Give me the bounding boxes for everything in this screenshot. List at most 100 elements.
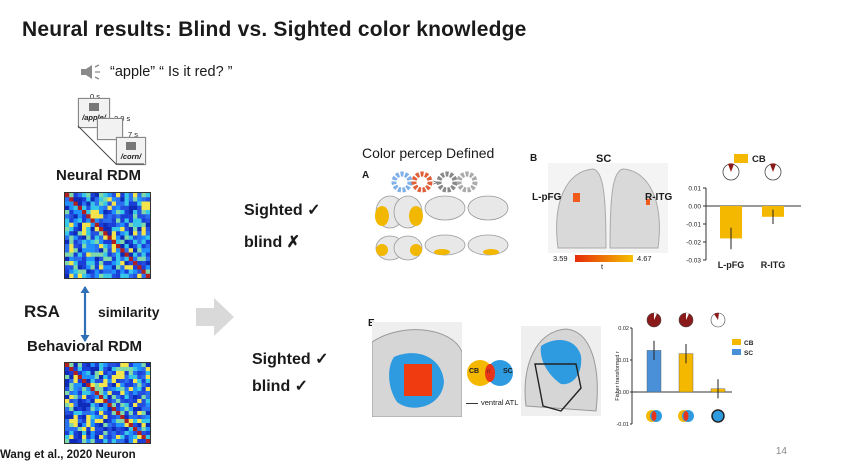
matrix-cell xyxy=(99,435,104,440)
matrix-cell xyxy=(99,415,104,420)
ventral-brain-image xyxy=(548,163,668,253)
matrix-cell xyxy=(141,411,146,416)
matrix-cell xyxy=(116,201,121,206)
matrix-cell xyxy=(111,269,117,274)
venn-sc: SC xyxy=(503,368,513,375)
matrix-cell xyxy=(116,273,121,278)
matrix-cell xyxy=(69,375,74,380)
matrix-cell xyxy=(124,431,129,436)
matrix-cell xyxy=(86,427,91,432)
matrix-cell xyxy=(141,415,146,420)
matrix-cell xyxy=(137,256,142,262)
matrix-cell xyxy=(90,423,95,428)
matrix-cell xyxy=(145,256,150,262)
matrix-cell xyxy=(99,269,104,274)
matrix-cell xyxy=(120,231,125,236)
matrix-cell xyxy=(94,387,100,392)
matrix-cell xyxy=(73,193,78,198)
matrix-cell xyxy=(141,371,146,376)
matrix-cell xyxy=(69,248,74,253)
matrix-cell xyxy=(77,431,83,436)
matrix-cell xyxy=(73,269,78,274)
matrix-cell xyxy=(137,248,142,253)
matrix-cell xyxy=(86,403,91,408)
y-tick-label: 0.00 xyxy=(688,204,701,211)
matrix-cell xyxy=(111,415,117,420)
matrix-cell xyxy=(90,197,95,202)
matrix-cell xyxy=(124,256,129,262)
matrix-cell xyxy=(94,252,100,257)
matrix-cell xyxy=(111,403,117,408)
matrix-cell xyxy=(124,205,129,211)
matrix-cell xyxy=(82,431,87,436)
sc-label: SC xyxy=(596,153,612,165)
matrix-cell xyxy=(120,407,125,412)
matrix-cell xyxy=(111,261,117,266)
matrix-cell xyxy=(94,395,100,400)
matrix-cell xyxy=(86,411,91,416)
matrix-cell xyxy=(133,379,138,384)
matrix-cell xyxy=(137,244,142,249)
matrix-cell xyxy=(133,205,138,211)
matrix-cell xyxy=(69,214,74,219)
matrix-cell xyxy=(99,235,104,240)
matrix-cell xyxy=(107,265,112,270)
matrix-cell xyxy=(141,375,146,380)
matrix-cell xyxy=(94,269,100,274)
matrix-cell xyxy=(137,193,142,198)
matrix-cell xyxy=(82,201,87,206)
matrix-cell xyxy=(128,201,134,206)
matrix-cell xyxy=(69,371,74,376)
matrix-cell xyxy=(65,205,70,211)
matrix-cell xyxy=(116,205,121,211)
matrix-cell xyxy=(69,427,74,432)
matrix-cell xyxy=(82,265,87,270)
matrix-cell xyxy=(90,252,95,257)
matrix-cell xyxy=(137,415,142,420)
matrix-cell xyxy=(137,423,142,428)
matrix-cell xyxy=(73,379,78,384)
matrix-cell xyxy=(124,423,129,428)
matrix-cell xyxy=(107,403,112,408)
matrix-cell xyxy=(145,193,150,198)
matrix-cell xyxy=(107,379,112,384)
matrix-cell xyxy=(69,222,74,228)
matrix-cell xyxy=(69,439,74,443)
matrix-cell xyxy=(128,375,134,380)
matrix-cell xyxy=(124,261,129,266)
matrix-cell xyxy=(69,423,74,428)
matrix-cell xyxy=(90,269,95,274)
matrix-cell xyxy=(103,367,108,372)
matrix-cell xyxy=(90,403,95,408)
matrix-cell xyxy=(65,435,70,440)
matrix-cell xyxy=(111,218,117,223)
matrix-cell xyxy=(107,383,112,388)
matrix-cell xyxy=(141,235,146,240)
matrix-cell xyxy=(65,387,70,392)
behavioral-rdm-matrix xyxy=(64,362,151,444)
matrix-cell xyxy=(69,435,74,440)
matrix-cell xyxy=(141,265,146,270)
matrix-cell xyxy=(137,391,142,396)
matrix-cell xyxy=(94,244,100,249)
matrix-cell xyxy=(145,269,150,274)
matrix-cell xyxy=(65,248,70,253)
matrix-cell xyxy=(120,222,125,228)
atl-brain-right xyxy=(521,326,601,416)
ritg-label: R-ITG xyxy=(645,192,673,203)
matrix-cell xyxy=(86,244,91,249)
matrix-cell xyxy=(120,273,125,278)
matrix-cell xyxy=(73,239,78,245)
matrix-cell xyxy=(145,383,150,388)
matrix-cell xyxy=(107,222,112,228)
matrix-cell xyxy=(133,248,138,253)
matrix-cell xyxy=(133,439,138,443)
matrix-cell xyxy=(107,235,112,240)
matrix-cell xyxy=(82,439,87,443)
matrix-cell xyxy=(69,269,74,274)
matrix-cell xyxy=(141,399,146,404)
matrix-cell xyxy=(107,218,112,223)
matrix-cell xyxy=(137,411,142,416)
